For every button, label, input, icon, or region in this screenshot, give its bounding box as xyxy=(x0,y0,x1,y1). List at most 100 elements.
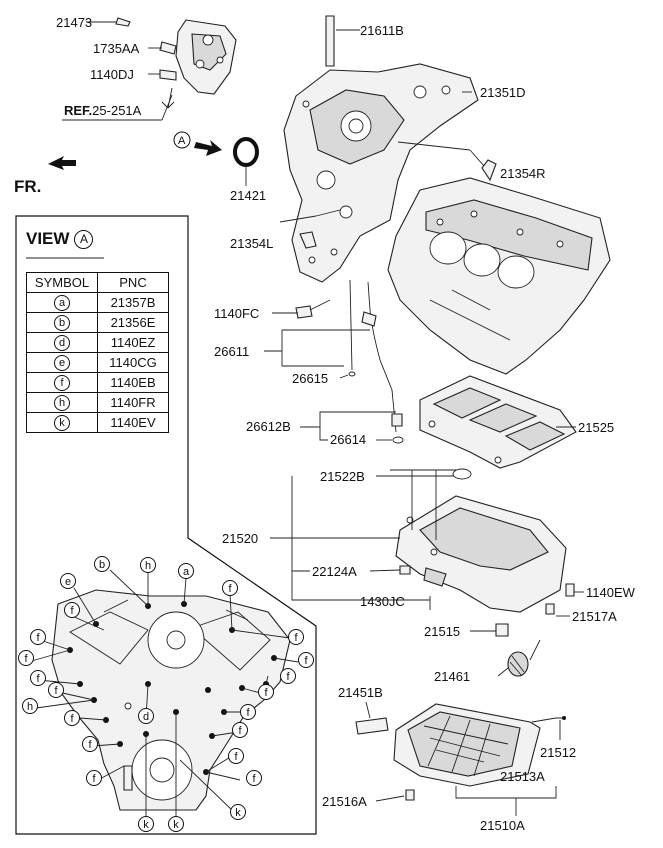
callout-d: d xyxy=(138,708,154,724)
callout-f-7: f xyxy=(30,670,46,686)
label-21354r: 21354R xyxy=(500,166,546,181)
svg-text:d: d xyxy=(143,711,149,723)
svg-text:f: f xyxy=(234,751,238,763)
callout-f-9: f xyxy=(48,682,64,698)
oil-pan-baffle xyxy=(419,375,577,469)
callout-k-1: k xyxy=(138,816,154,832)
view-a-cover-drawing xyxy=(51,589,291,811)
svg-text:f: f xyxy=(264,687,268,699)
callout-k-2: k xyxy=(168,816,184,832)
callout-f-2: f xyxy=(64,602,80,618)
label-21510a: 21510A xyxy=(480,818,525,833)
label-21611b: 21611B xyxy=(360,23,404,38)
label-ref: REF.25-251A xyxy=(64,103,142,118)
label-26614: 26614 xyxy=(330,432,366,447)
callout-k-3: k xyxy=(230,804,246,820)
svg-text:b: b xyxy=(99,559,105,571)
callout-f-11: f xyxy=(64,710,80,726)
front-direction-arrow: FR. xyxy=(14,156,76,196)
svg-text:k: k xyxy=(143,819,149,831)
callout-f-10: f xyxy=(258,684,274,700)
callout-f-3: f xyxy=(288,629,304,645)
callout-f-1: f xyxy=(222,580,238,596)
callout-e: e xyxy=(60,573,76,589)
label-21461: 21461 xyxy=(434,669,470,684)
callout-f-17: f xyxy=(246,770,262,786)
svg-text:f: f xyxy=(24,653,28,665)
label-21512: 21512 xyxy=(540,745,576,760)
svg-text:k: k xyxy=(173,819,179,831)
label-26615: 26615 xyxy=(292,371,328,386)
label-1735aa: 1735AA xyxy=(93,41,140,56)
callout-f-4: f xyxy=(30,629,46,645)
label-1140ew: 1140EW xyxy=(586,585,636,600)
svg-text:f: f xyxy=(252,773,256,785)
view-a-frame xyxy=(15,215,317,835)
label-1140dj: 1140DJ xyxy=(90,67,134,82)
label-21354l: 21354L xyxy=(230,236,273,251)
oil-strainer xyxy=(507,651,529,677)
label-1430jc: 1430JC xyxy=(360,594,405,609)
label-21513a: 21513A xyxy=(500,769,545,784)
svg-text:f: f xyxy=(294,632,298,644)
callout-f-16: f xyxy=(86,770,102,786)
timing-chain-cover xyxy=(283,15,479,283)
label-26611: 26611 xyxy=(214,344,249,359)
svg-text:f: f xyxy=(36,673,40,685)
view-a-arrow: A xyxy=(173,131,222,156)
callout-f-15: f xyxy=(228,748,244,764)
callout-b: b xyxy=(94,556,110,572)
svg-text:f: f xyxy=(88,739,92,751)
svg-text:f: f xyxy=(304,655,308,667)
label-26612b: 26612B xyxy=(246,419,291,434)
svg-text:f: f xyxy=(286,671,290,683)
callout-f-12: f xyxy=(240,704,256,720)
svg-text:f: f xyxy=(70,713,74,725)
callout-f-14: f xyxy=(232,722,248,738)
callout-f-5: f xyxy=(18,650,34,666)
label-21473: 21473 xyxy=(56,15,92,30)
label-22124a: 22124A xyxy=(312,564,357,579)
view-a-marker-text: A xyxy=(178,135,186,147)
svg-text:a: a xyxy=(183,566,190,578)
oil-pump-assembly xyxy=(115,17,237,109)
view-a-leaders xyxy=(27,569,299,822)
ref-value: 25-251A xyxy=(92,103,141,118)
engine-block xyxy=(387,177,611,375)
label-1140fc: 1140FC xyxy=(214,306,259,321)
svg-text:f: f xyxy=(228,583,232,595)
ref-prefix: REF. xyxy=(64,103,92,118)
svg-text:f: f xyxy=(246,707,250,719)
callout-f-8: f xyxy=(280,668,296,684)
svg-text:k: k xyxy=(235,807,241,819)
callout-h-top: h xyxy=(140,557,156,573)
svg-text:h: h xyxy=(27,701,33,713)
oil-dipstick xyxy=(295,279,404,444)
label-21451b: 21451B xyxy=(338,685,383,700)
svg-text:f: f xyxy=(36,632,40,644)
label-21525: 21525 xyxy=(578,420,614,435)
label-21522b: 21522B xyxy=(320,469,365,484)
label-fr: FR. xyxy=(14,177,41,196)
front-oil-seal xyxy=(233,137,259,167)
svg-text:f: f xyxy=(70,605,74,617)
label-21515: 21515 xyxy=(424,624,460,639)
svg-text:f: f xyxy=(92,773,96,785)
label-21520: 21520 xyxy=(222,531,258,546)
svg-text:f: f xyxy=(238,725,242,737)
gasket-21354l xyxy=(299,231,317,249)
callout-f-6: f xyxy=(298,652,314,668)
lower-oil-pan xyxy=(355,703,566,801)
svg-text:f: f xyxy=(54,685,58,697)
label-21516a: 21516A xyxy=(322,794,367,809)
callout-h-left: h xyxy=(22,698,38,714)
label-21421: 21421 xyxy=(230,188,266,203)
label-21351d: 21351D xyxy=(480,85,526,100)
gasket-21354r xyxy=(481,159,497,182)
view-a-callouts: b h a e f f f f f f f f f f h f d f f f … xyxy=(18,556,314,832)
callout-f-13: f xyxy=(82,736,98,752)
label-21517a: 21517A xyxy=(572,609,617,624)
svg-text:e: e xyxy=(65,576,71,588)
upper-oil-pan xyxy=(395,468,575,637)
